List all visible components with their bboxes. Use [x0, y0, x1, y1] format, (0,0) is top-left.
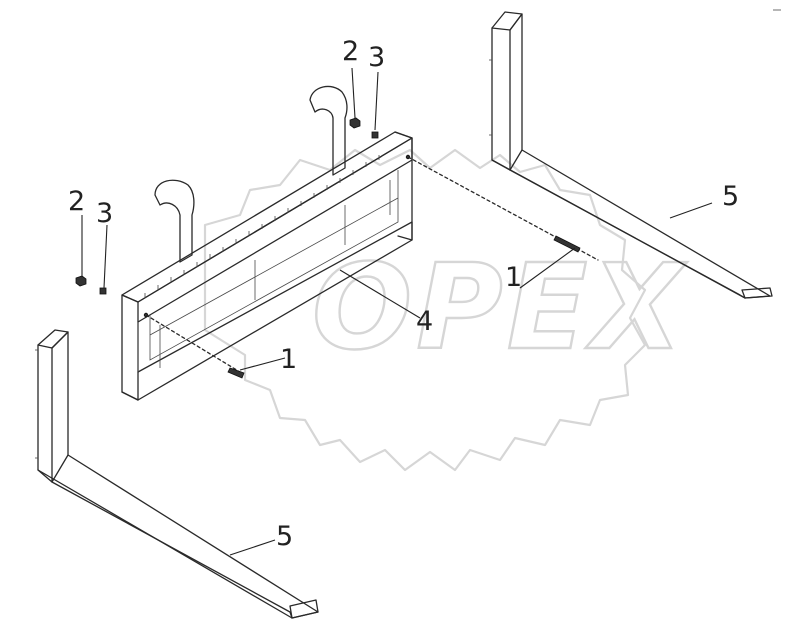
pin-right	[553, 235, 581, 253]
callouts: 2 3 2 3 1 1 4 5 5	[68, 36, 739, 552]
left-fork	[35, 329, 319, 619]
right-hook	[309, 85, 348, 176]
right-fork	[489, 11, 773, 299]
callout-2-left: 2	[68, 186, 85, 217]
callout-1-left: 1	[280, 344, 297, 375]
callout-3-left: 3	[96, 198, 113, 229]
callout-5-left: 5	[276, 521, 293, 552]
watermark-text: OPEX	[311, 237, 687, 377]
callout-4: 4	[416, 306, 433, 337]
top-rail-notches	[144, 155, 380, 298]
watermark-logo: OPEX	[203, 148, 687, 472]
nut-left	[75, 275, 87, 287]
leader-lines	[81, 67, 713, 556]
left-hook	[154, 179, 195, 263]
nut-right	[349, 117, 361, 129]
hardware	[75, 117, 599, 379]
callout-5-right: 5	[722, 181, 739, 212]
pin-left	[227, 367, 245, 379]
washer-right	[371, 131, 379, 139]
watermark-gear	[203, 148, 647, 472]
washer-left	[99, 287, 107, 295]
callout-3-right: 3	[368, 42, 385, 73]
callout-2-right: 2	[342, 36, 359, 67]
callout-1-right: 1	[505, 262, 522, 293]
watermark-letters: OPEX	[312, 238, 687, 376]
carriage-frame	[121, 85, 413, 401]
